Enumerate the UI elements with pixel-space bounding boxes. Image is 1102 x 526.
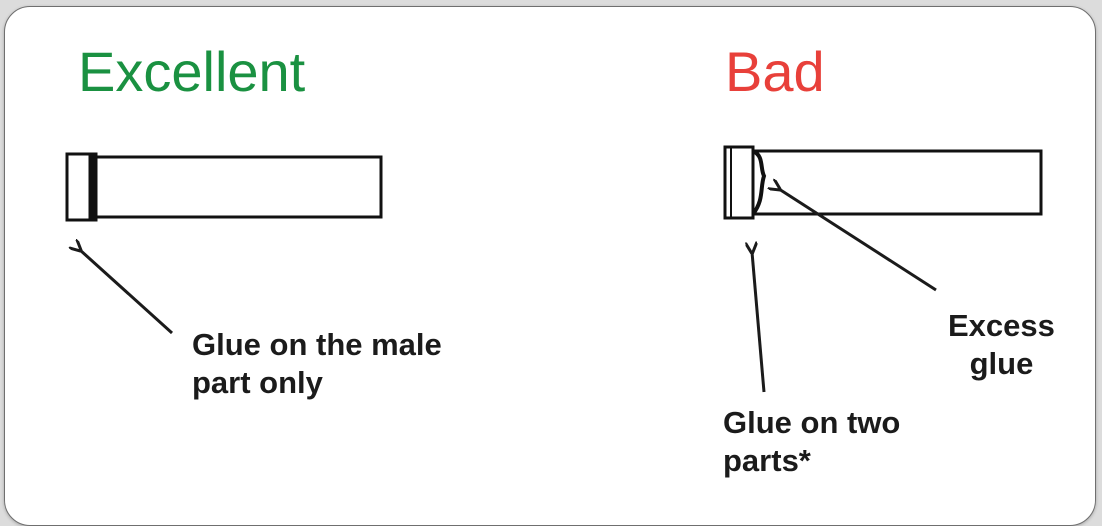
arrow-glue-two-parts — [752, 252, 766, 393]
label-excess-line2: glue — [969, 346, 1034, 381]
label-excess-line1: Excess — [948, 308, 1055, 343]
label-two-line1: Glue on two — [723, 405, 901, 440]
excess-glue-blob — [751, 149, 767, 216]
label-glue-two-parts: Glue on two parts* — [723, 404, 900, 480]
label-glue-male-line2: part only — [192, 365, 323, 400]
arrow-excess-glue — [779, 189, 937, 292]
pipe-diagram — [65, 145, 1043, 393]
label-glue-male-only: Glue on the male part only — [192, 326, 442, 402]
label-glue-male-line1: Glue on the male — [192, 327, 442, 362]
arrow-glue-male — [80, 250, 174, 335]
label-excess-glue: Excess glue — [948, 307, 1055, 383]
bad-pipe — [723, 145, 1043, 220]
bad-heading: Bad — [725, 40, 825, 103]
excellent-heading: Excellent — [78, 40, 306, 103]
diagram-card — [4, 6, 1096, 526]
label-two-line2: parts* — [723, 443, 811, 478]
excellent-pipe — [65, 152, 383, 222]
